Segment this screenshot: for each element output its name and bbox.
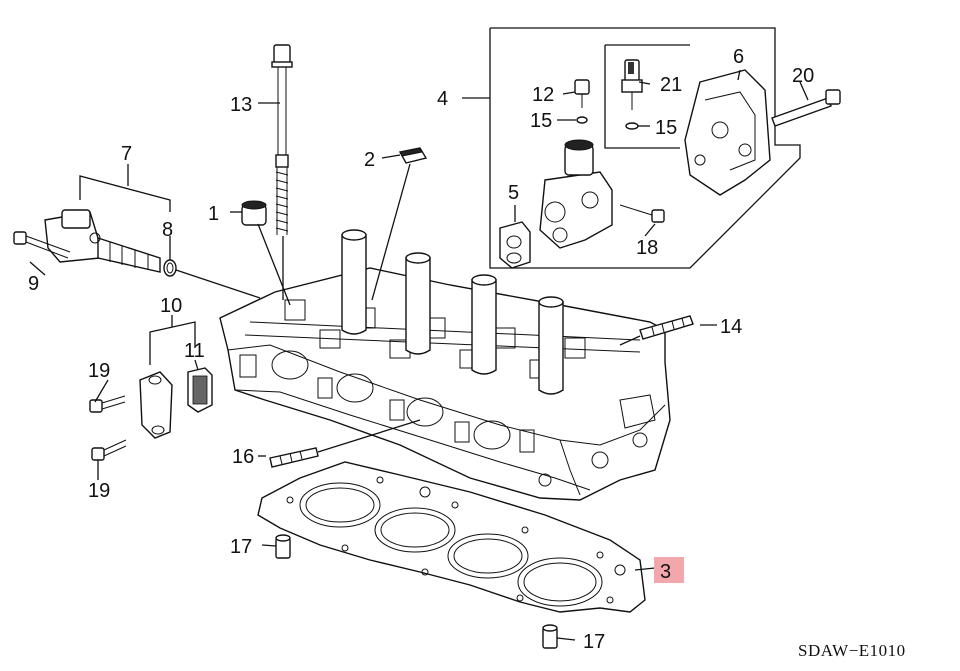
plug-part-2 (398, 147, 428, 164)
callout-9: 9 (28, 273, 39, 295)
spark-plug-tubes (341, 229, 564, 395)
callout-19-lower: 19 (88, 480, 110, 502)
head-bolt (271, 44, 293, 300)
bolt-12 (574, 79, 590, 108)
callout-5: 5 (508, 182, 519, 204)
callout-labels: 1 2 3 4 5 6 7 8 9 10 11 12 13 14 15 15 1… (28, 46, 814, 653)
callout-11: 11 (184, 340, 205, 362)
callout-15-left: 15 (530, 110, 552, 132)
leader-lines (29, 69, 809, 641)
callout-19-upper: 19 (88, 360, 110, 382)
vtc-gasket-5 (499, 221, 531, 269)
callout-12: 12 (532, 84, 554, 106)
bolt-18 (619, 204, 665, 223)
callout-18: 18 (636, 237, 658, 259)
callout-13: 13 (230, 94, 252, 116)
callout-1: 1 (208, 203, 219, 225)
callout-16: 16 (232, 446, 254, 468)
filter-cover (139, 371, 173, 439)
bolt-19-lower (91, 439, 127, 461)
callout-8: 8 (162, 219, 173, 241)
callout-7: 7 (121, 143, 132, 165)
callout-4: 4 (437, 88, 448, 110)
o-ring-15-right (625, 122, 639, 130)
callout-14: 14 (720, 316, 742, 338)
filter-gasket (187, 367, 213, 413)
head-gasket (257, 461, 646, 613)
callout-6: 6 (733, 46, 744, 68)
diagram-code: SDAW−E1010 (798, 641, 906, 660)
vtc-assembly-frame (462, 27, 801, 269)
callout-2: 2 (364, 149, 375, 171)
vtc-valve-body (539, 139, 613, 249)
callout-17-lower: 17 (583, 631, 605, 653)
stud-16 (269, 447, 319, 468)
callout-3-highlight (654, 557, 684, 583)
callout-20: 20 (792, 65, 814, 87)
callout-10: 10 (160, 295, 182, 317)
bolt-20 (771, 89, 841, 127)
callout-15-right: 15 (655, 117, 677, 139)
dowel-pin-upper (275, 534, 291, 559)
spool-valve (44, 209, 161, 273)
dowel-pin-lower (542, 624, 558, 649)
spool-valve-bolt (13, 231, 71, 259)
oil-pressure-switch-21 (621, 59, 643, 110)
stud-14 (639, 315, 694, 340)
cap-part-1 (241, 200, 267, 226)
bracket-6 (684, 69, 771, 196)
callout-3: 3 (660, 561, 671, 583)
bolt-19-upper (89, 395, 126, 413)
o-ring-8 (163, 259, 177, 277)
callout-17-upper: 17 (230, 536, 252, 558)
callout-21: 21 (660, 74, 682, 96)
o-ring-15-left (576, 116, 588, 124)
cylinder-head (219, 229, 671, 501)
